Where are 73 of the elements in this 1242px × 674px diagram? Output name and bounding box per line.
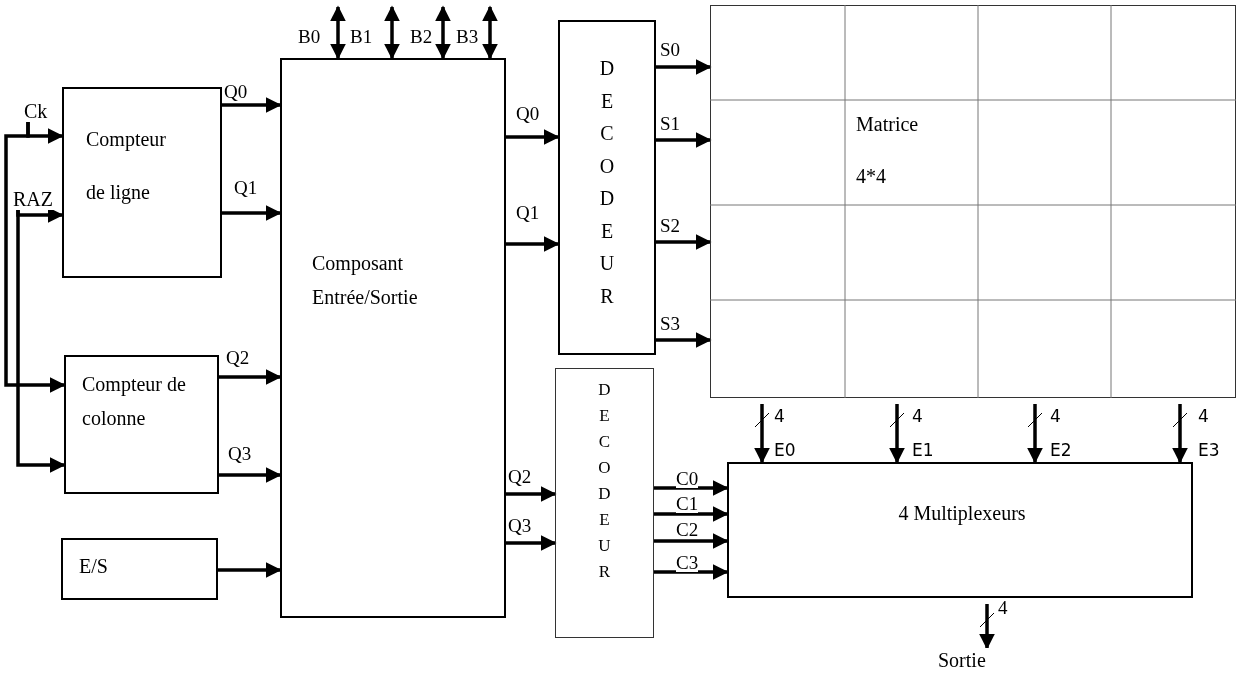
decoder-box (555, 368, 654, 638)
box-label: D E C O D E U R (597, 379, 612, 583)
arrow (482, 5, 498, 60)
box-label: Compteur de ligne (86, 127, 167, 206)
edge-label: S0 (660, 40, 681, 59)
counter-box (62, 87, 222, 278)
edge-label: E1 (912, 442, 934, 459)
arrow (506, 129, 560, 145)
arrow (654, 506, 729, 522)
edge-label: Q3 (228, 444, 252, 463)
arrow (384, 5, 400, 60)
arrow (219, 467, 282, 483)
edge-label: B2 (410, 27, 433, 46)
edge-label: C0 (676, 469, 699, 488)
arrow (889, 404, 905, 464)
edge-label: S3 (660, 314, 681, 333)
arrow (979, 604, 995, 650)
box-label: E/S (79, 554, 109, 578)
arrow (754, 404, 770, 464)
edge-label: Q2 (226, 348, 250, 367)
arrow (330, 5, 346, 60)
multiplexer-box (727, 462, 1193, 598)
arrow (506, 236, 560, 252)
arrow (654, 480, 729, 496)
edge-label: 4 (998, 598, 1008, 617)
edge-label: B1 (350, 27, 373, 46)
arrow (16, 210, 66, 473)
bus-width-label: 4 (1050, 408, 1061, 425)
edge-label: Q1 (234, 178, 258, 197)
bus-width-label: 4 (774, 408, 785, 425)
edge-label: B3 (456, 27, 479, 46)
arrow (4, 122, 66, 393)
edge-label: E0 (774, 442, 796, 459)
edge-label: S1 (660, 114, 681, 133)
arrow (654, 564, 729, 580)
arrow (222, 97, 282, 113)
arrow (656, 234, 712, 250)
matrix-grid (710, 5, 1236, 398)
arrow (506, 535, 557, 551)
edge-label: C3 (676, 553, 699, 572)
edge-label: Q0 (224, 82, 248, 101)
arrow (656, 132, 712, 148)
arrow (219, 369, 282, 385)
bus-width-label: 4 (912, 408, 923, 425)
arrow (218, 562, 282, 578)
input-box (61, 538, 218, 600)
edge-label: B0 (298, 27, 321, 46)
edge-label: S2 (660, 216, 681, 235)
io-component-box (280, 58, 506, 618)
arrow (1172, 404, 1188, 464)
arrow (654, 533, 729, 549)
edge-label: Q1 (516, 203, 540, 222)
arrow (435, 5, 451, 60)
box-label: Compteur de colonne (82, 372, 187, 431)
arrow (1027, 404, 1043, 464)
arrow (656, 332, 712, 348)
edge-label: Q2 (508, 467, 532, 486)
decoder-box (558, 20, 656, 355)
arrow (222, 205, 282, 221)
box-label: Matrice 4*4 (856, 112, 920, 189)
edge-label: E2 (1050, 442, 1072, 459)
edge-label: Q0 (516, 104, 540, 123)
arrow (656, 59, 712, 75)
edge-label: Q3 (508, 516, 532, 535)
box-label: Composant Entrée/Sortie (312, 251, 419, 310)
box-label: D E C O D E U R (598, 56, 616, 309)
bus-width-label: 4 (1198, 408, 1209, 425)
arrow (506, 486, 557, 502)
counter-box (64, 355, 219, 494)
edge-label: E3 (1198, 442, 1220, 459)
box-label: 4 Multiplexeurs (897, 501, 1027, 526)
edge-label: C1 (676, 494, 699, 513)
edge-label: C2 (676, 520, 699, 539)
